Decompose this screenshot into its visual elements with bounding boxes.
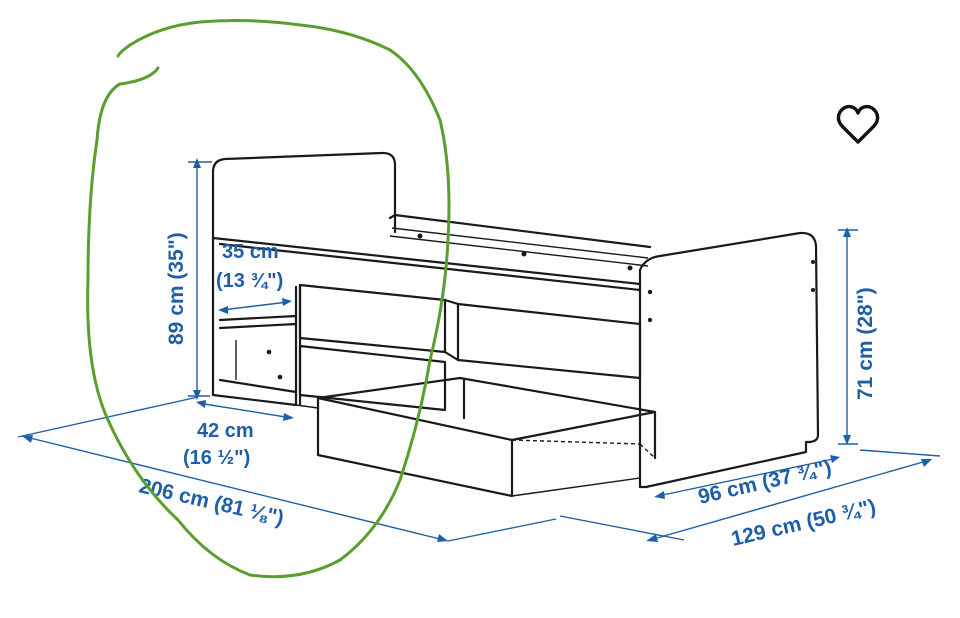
footboard-height-label: 71 cm (28") xyxy=(854,287,877,400)
shelf-depth-in-label: (16 ½") xyxy=(183,447,250,469)
shelf-width-in-label: (13 ¾") xyxy=(216,270,283,292)
inner-width-label: 96 cm (37 ¾") xyxy=(696,456,834,509)
bed-drawing xyxy=(211,151,820,498)
shelf-depth-cm-label: 42 cm xyxy=(197,420,254,442)
dimension-labels: 89 cm (35") 35 cm (13 ¾") 42 cm (16 ½") … xyxy=(137,232,878,551)
dimension-lines xyxy=(17,158,941,542)
shelf-width-cm-label: 35 cm xyxy=(222,241,279,263)
heart-outline-icon xyxy=(836,104,880,144)
headboard-height-label: 89 cm (35") xyxy=(165,232,188,345)
hand-drawn-annotation-circle xyxy=(86,19,451,579)
favorite-heart-button[interactable] xyxy=(832,100,884,152)
total-width-label: 129 cm (50 ¾") xyxy=(729,495,878,551)
